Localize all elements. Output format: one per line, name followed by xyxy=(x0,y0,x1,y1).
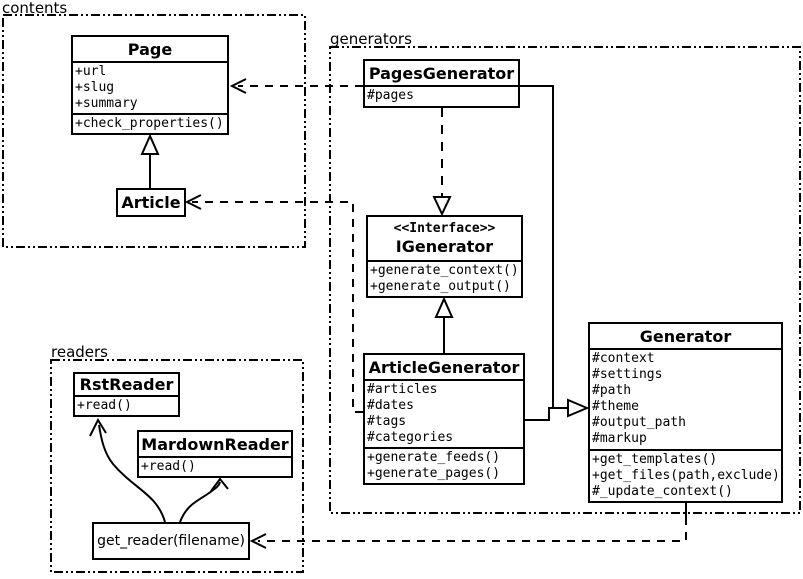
class-box-article: Article xyxy=(116,188,186,217)
attribute-row: #settings xyxy=(592,367,663,382)
method-row: +generate_pages() xyxy=(367,466,501,481)
dependency-pagesgenerator-to-page xyxy=(229,78,363,94)
method-row: +generate_feeds() xyxy=(367,450,501,465)
package-border-contents xyxy=(2,14,306,248)
attribute-row: #articles xyxy=(367,382,438,397)
dependency-generator-to-getreader xyxy=(249,503,687,549)
method-row: +read() xyxy=(77,398,132,413)
class-title-page: Page xyxy=(73,37,227,63)
methods-section-articlegenerator: +generate_feeds() +generate_pages() xyxy=(365,447,523,483)
class-title-rstreader: RstReader xyxy=(75,374,178,397)
inheritance-articlegenerator-to-generator xyxy=(525,398,590,421)
method-row: +generate_output() xyxy=(370,279,511,294)
methods-section-generator: +get_templates() +get_files(path,exclude… xyxy=(590,449,781,501)
attribute-row: +url xyxy=(75,64,107,79)
methods-section-page: +check_properties() xyxy=(73,113,227,133)
method-row: #_update_context() xyxy=(592,484,733,499)
class-title-igenerator: IGenerator xyxy=(395,237,494,256)
method-row: +get_templates() xyxy=(592,452,718,467)
package-border-readers xyxy=(50,359,304,573)
class-box-rstreader: RstReader +read() xyxy=(73,372,180,417)
attributes-section-page: +url +slug +summary xyxy=(73,63,227,113)
class-title-article: Article xyxy=(121,193,181,212)
class-box-mardownreader: MardownReader +read() xyxy=(137,430,293,478)
class-title-pagesgenerator: PagesGenerator xyxy=(365,61,518,87)
stereotype-label: <<Interface>> xyxy=(393,221,496,236)
package-border-generators xyxy=(329,46,801,514)
class-box-page: Page +url +slug +summary +check_properti… xyxy=(71,35,229,135)
attribute-row: #theme xyxy=(592,399,639,414)
attributes-section-pagesgenerator: #pages xyxy=(365,87,518,106)
arrow-getreader-to-mardownreader xyxy=(179,477,229,523)
class-box-igenerator: <<Interface>> IGenerator +generate_conte… xyxy=(366,215,523,298)
method-row: +get_files(path,exclude) xyxy=(592,468,780,483)
attribute-row: #tags xyxy=(367,414,407,429)
class-title-generator: Generator xyxy=(590,324,781,350)
attribute-row: #output_path xyxy=(592,415,686,430)
class-box-articlegenerator: ArticleGenerator #articles #dates #tags … xyxy=(363,353,525,485)
class-box-generator: Generator #context #settings #path #them… xyxy=(588,322,783,503)
class-title-mardownreader: MardownReader xyxy=(139,432,291,458)
attributes-section-articlegenerator: #articles #dates #tags #categories xyxy=(365,381,523,447)
inheritance-pagesgenerator-to-generator xyxy=(520,85,568,409)
package-label-contents: contents xyxy=(2,0,68,17)
methods-section-igenerator: +generate_context() +generate_output() xyxy=(368,260,521,296)
attribute-row: +summary xyxy=(75,96,138,111)
inheritance-article-to-page xyxy=(140,133,160,188)
function-box-get-reader: get_reader(filename) xyxy=(92,522,250,560)
methods-section-rstreader: +read() xyxy=(75,397,178,415)
realization-articlegenerator-to-igenerator xyxy=(434,296,454,353)
attribute-row: +slug xyxy=(75,80,115,95)
class-header-igenerator: <<Interface>> IGenerator xyxy=(368,217,521,260)
dependency-articlegenerator-to-article xyxy=(184,194,363,413)
attribute-row: #markup xyxy=(592,431,647,446)
methods-section-mardownreader: +read() xyxy=(139,458,291,476)
attribute-row: #dates xyxy=(367,398,414,413)
class-title-articlegenerator: ArticleGenerator xyxy=(365,355,523,381)
attribute-row: #pages xyxy=(367,88,414,103)
attribute-row: #categories xyxy=(367,430,454,445)
attributes-section-generator: #context #settings #path #theme #output_… xyxy=(590,350,781,449)
attribute-row: #path xyxy=(592,383,632,398)
arrow-getreader-to-rstreader xyxy=(89,417,166,523)
method-row: +read() xyxy=(141,459,196,474)
attribute-row: #context xyxy=(592,351,655,366)
method-row: +check_properties() xyxy=(75,116,224,131)
class-box-pagesgenerator: PagesGenerator #pages xyxy=(363,59,520,108)
package-label-readers: readers xyxy=(51,343,108,361)
package-label-generators: generators xyxy=(330,30,412,48)
realization-pagesgenerator-to-igenerator xyxy=(432,108,452,217)
method-row: +generate_context() xyxy=(370,263,519,278)
